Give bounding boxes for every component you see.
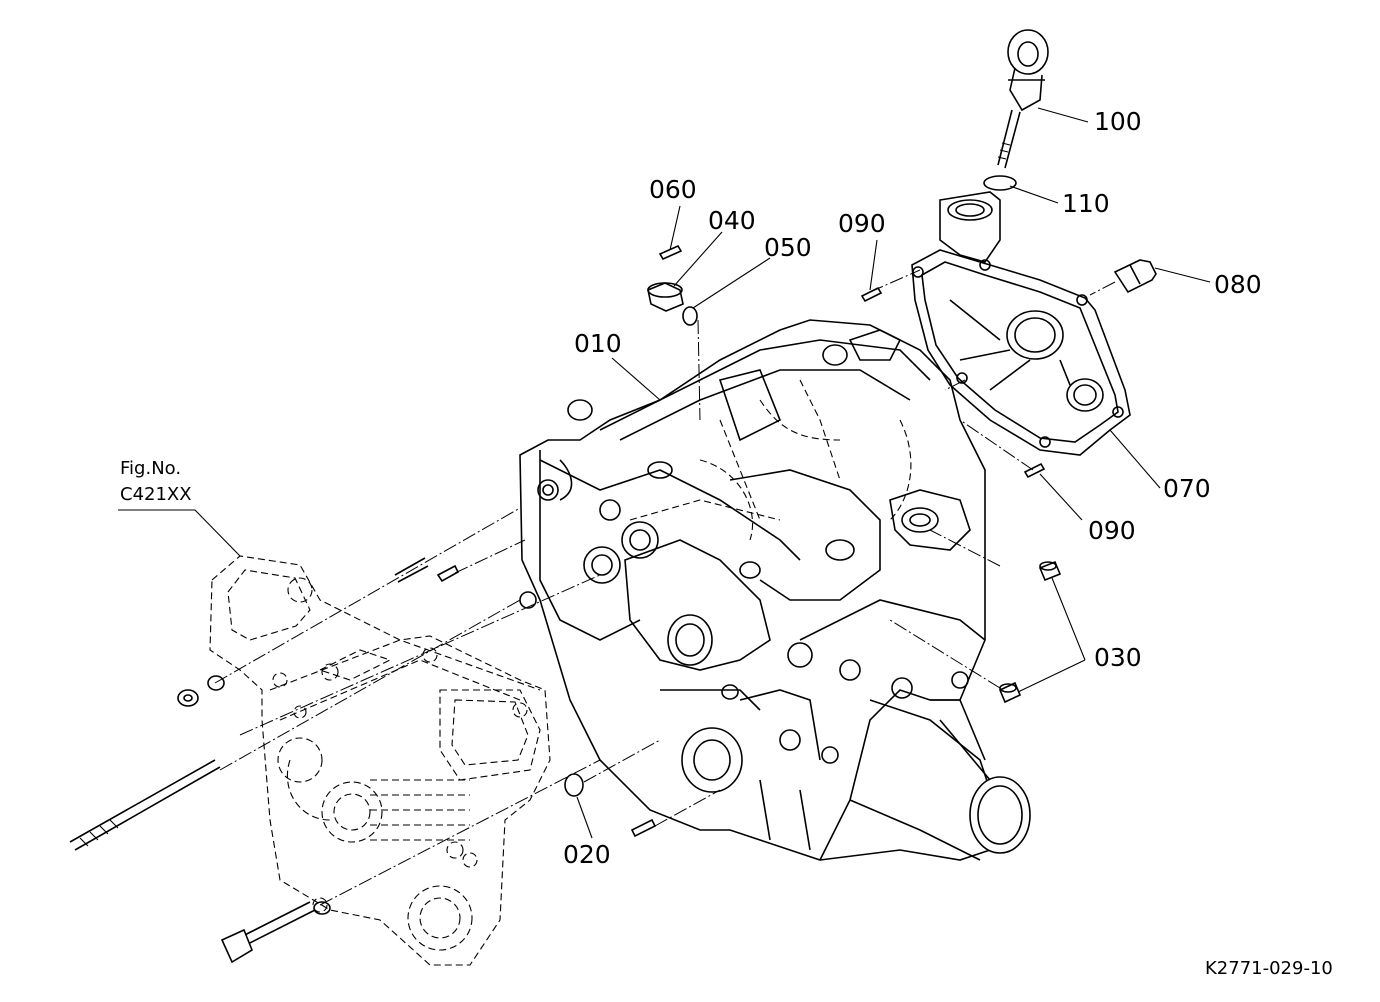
callout-010: 010 [574, 329, 622, 358]
fig-ref-line2: C421XX [120, 484, 192, 505]
callout-020: 020 [563, 840, 611, 869]
leader-lines [118, 107, 1211, 839]
rear-cover [911, 191, 1131, 456]
stud-bolts [69, 557, 657, 964]
callout-070: 070 [1163, 474, 1211, 503]
callout-080: 080 [1214, 270, 1262, 299]
callout-040: 040 [708, 206, 756, 235]
assembly-lines [214, 269, 1116, 906]
callout-090-lower: 090 [1088, 516, 1136, 545]
callout-050: 050 [764, 233, 812, 262]
dipstick [983, 29, 1049, 191]
small-parts [564, 244, 1157, 797]
callout-030: 030 [1094, 643, 1142, 672]
callout-060: 060 [649, 175, 697, 204]
callout-100: 100 [1094, 107, 1142, 136]
fig-ref-line1: Fig.No. [120, 458, 181, 479]
callout-090-upper: 090 [838, 209, 886, 238]
front-cover-reference [209, 555, 551, 966]
drawing-code: K2771-029-10 [1205, 958, 1333, 979]
callout-labels: 100 110 060 040 050 090 080 010 070 090 … [120, 107, 1333, 979]
callout-110: 110 [1062, 189, 1110, 218]
transmission-case [519, 319, 1031, 861]
